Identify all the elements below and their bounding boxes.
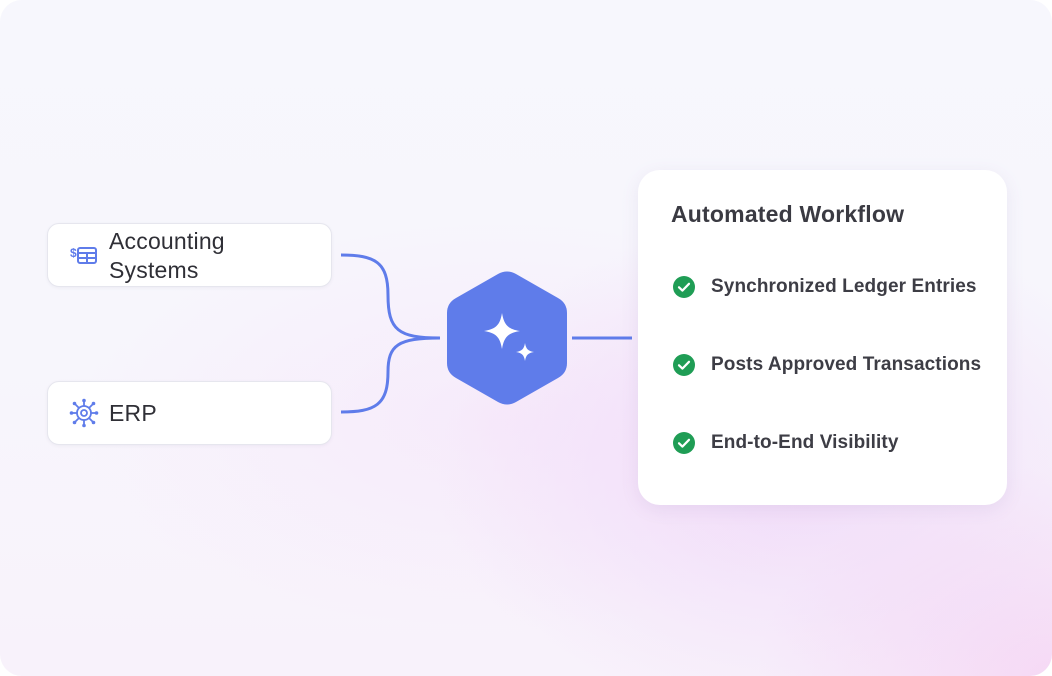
source-erp[interactable]: ERP <box>47 381 332 445</box>
workflow-item: Synchronized Ledger Entries <box>672 274 977 300</box>
connector-accounting-to-hub <box>340 253 441 340</box>
connector-erp-to-hub <box>340 336 441 414</box>
workflow-item: End-to-End Visibility <box>672 430 899 456</box>
source-label: ERP <box>109 400 157 426</box>
svg-text:$: $ <box>70 246 77 260</box>
source-accounting-systems[interactable]: $ Accounting Systems <box>47 223 332 287</box>
workflow-item-label: End-to-End Visibility <box>711 432 899 453</box>
sparkle-icon <box>484 313 534 361</box>
check-circle-icon <box>673 276 695 298</box>
source-label: Accounting Systems <box>109 228 225 283</box>
hub-hexagon <box>447 271 567 405</box>
workflow-item: Posts Approved Transactions <box>672 352 981 378</box>
workflow-item-label: Synchronized Ledger Entries <box>711 276 977 297</box>
ledger-dollar-icon: $ <box>70 246 97 264</box>
check-circle-icon <box>673 354 695 376</box>
workflow-item-label: Posts Approved Transactions <box>711 354 982 375</box>
check-circle-icon <box>673 432 695 454</box>
workflow-card: Automated Workflow Synchronized Ledger E… <box>638 170 1007 505</box>
network-gear-icon <box>69 398 99 428</box>
workflow-title: Automated Workflow <box>671 201 905 227</box>
